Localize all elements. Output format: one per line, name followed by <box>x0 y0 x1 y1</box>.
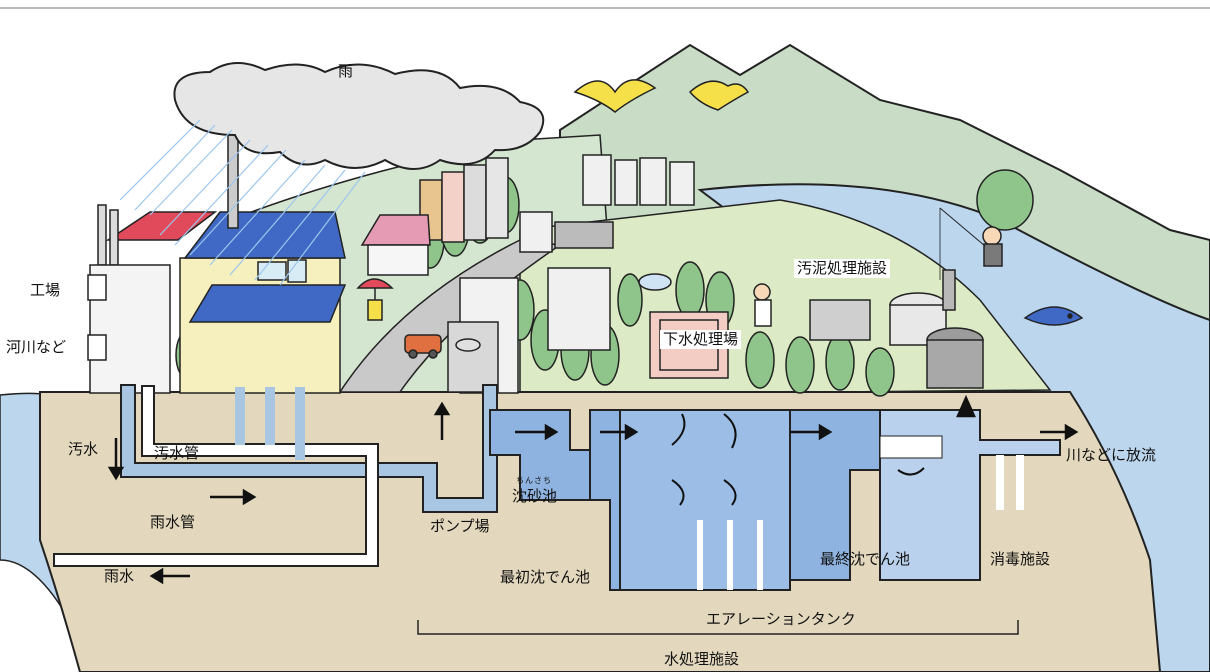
discharge-label: 川などに放流 <box>1066 446 1157 464</box>
final-settling-label: 最終沈でん池 <box>820 550 911 568</box>
aeration-bracket <box>417 620 1019 635</box>
grit-chamber-label: 沈砂池 <box>512 487 558 505</box>
sludge-facility-label: 汚泥処理施設 <box>794 259 891 278</box>
pipes <box>53 384 498 567</box>
rainwater-label: 雨水 <box>104 567 135 585</box>
rain-label: 雨 <box>338 62 354 80</box>
rain-pipe-label: 雨水管 <box>150 513 196 531</box>
aeration-tank <box>619 409 791 591</box>
houses <box>105 211 431 394</box>
treatment-plant-label: 下水処理場 <box>660 330 742 349</box>
grit-chamber-reading: ちんさち <box>516 476 552 485</box>
treatment-tanks <box>489 409 1061 591</box>
rivers-label: 河川など <box>6 338 67 356</box>
water-treatment-label: 水処理施設 <box>664 650 740 668</box>
fish <box>1023 306 1084 326</box>
flow-arrows <box>107 394 1079 585</box>
baseball-player <box>753 283 772 327</box>
disinfection-label: 消毒施設 <box>990 550 1051 568</box>
factory <box>87 127 239 394</box>
city-buildings <box>519 154 695 351</box>
fisherman <box>939 207 1003 280</box>
birds <box>573 79 750 113</box>
car <box>404 334 442 359</box>
aeration-tank-label: エアレーションタンク <box>706 610 856 628</box>
umbrella-person <box>356 278 394 321</box>
sewage-pipe-label: 汚水管 <box>154 444 200 462</box>
aeration-swirls <box>671 413 925 506</box>
primary-settling-label: 最初沈でん池 <box>500 568 591 586</box>
pump-station-label: ポンプ場 <box>430 517 490 535</box>
pump-station-building <box>447 277 519 394</box>
rain-streaks <box>119 119 366 286</box>
rain-cloud <box>173 62 545 170</box>
factory-label: 工場 <box>30 281 61 299</box>
sewage-label: 汚水 <box>68 440 99 458</box>
